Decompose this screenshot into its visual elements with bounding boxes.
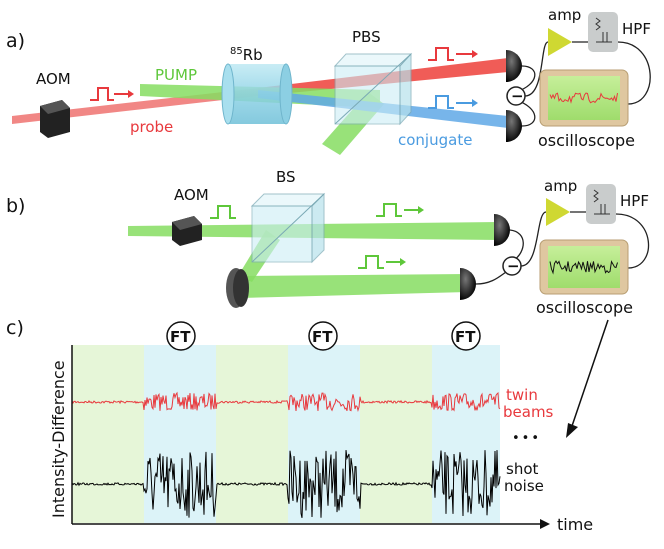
hpf-a-circuit-icon xyxy=(595,17,612,43)
amp-a-label: amp xyxy=(548,6,581,24)
probe-out-pulse-icon xyxy=(428,47,454,61)
band-green-2 xyxy=(216,345,288,523)
panel-a-label: a) xyxy=(6,30,25,52)
detector-a-top-icon xyxy=(506,50,522,82)
shot-noise-label-1: shot xyxy=(506,460,538,478)
amp-a-icon xyxy=(548,28,572,56)
ft-marker-3: FT xyxy=(451,321,481,351)
svg-text:FT: FT xyxy=(170,328,191,346)
pump-label: PUMP xyxy=(155,66,197,84)
detector-a-bottom-icon xyxy=(506,110,522,142)
rb-cell: 85Rb xyxy=(221,46,293,125)
ft-marker-1: FT xyxy=(166,321,196,351)
aom-b-label: AOM xyxy=(174,186,209,204)
aom-a-label: AOM xyxy=(36,70,71,88)
y-axis-label: Intensity-Difference xyxy=(49,360,68,518)
svg-text:FT: FT xyxy=(312,328,333,346)
detector-b-bottom-icon xyxy=(460,268,476,300)
conjugate-pulse-icon xyxy=(428,95,454,109)
bs-label: BS xyxy=(276,168,296,186)
oscilloscope-a-trace xyxy=(549,92,618,104)
x-axis-label: time xyxy=(557,515,593,534)
oscilloscope-to-plot-arrow xyxy=(571,319,609,427)
svg-text:−: − xyxy=(507,257,520,275)
probe-pulse-icon xyxy=(90,87,114,101)
rb-cell-label: 85Rb xyxy=(230,46,263,64)
panel-b-label: b) xyxy=(6,195,25,217)
band-green-1 xyxy=(72,345,144,523)
shot-noise-trace xyxy=(71,450,501,519)
hpf-a-label: HPF xyxy=(622,20,651,38)
band-green-3 xyxy=(360,345,432,523)
hpf-b-circuit-icon xyxy=(593,189,610,215)
hpf-b-label: HPF xyxy=(620,192,649,210)
twin-beams-label-2: beams xyxy=(503,403,554,421)
panel-c-label: c) xyxy=(6,317,24,339)
ellipsis: ••• xyxy=(512,431,541,446)
pulse-b-bottom-icon xyxy=(358,255,384,269)
amp-b-label: amp xyxy=(544,177,577,195)
oscilloscope-b-label: oscilloscope xyxy=(536,298,633,317)
pbs-cube: PBS xyxy=(333,28,413,126)
amp-b-icon xyxy=(546,198,570,226)
bs-cube: BS xyxy=(250,168,326,264)
ft-marker-2: FT xyxy=(308,321,338,351)
shot-noise-label-2: noise xyxy=(504,477,544,495)
oscilloscope-b-trace xyxy=(549,260,618,275)
pulse-b-top-icon xyxy=(376,203,402,217)
x-axis-arrowhead xyxy=(540,519,550,529)
svg-text:FT: FT xyxy=(455,328,476,346)
panel-b: b) AOM BS − xyxy=(6,168,650,317)
panel-a: a) AOM PUMP probe 85Rb xyxy=(6,6,651,155)
pump-beam-b-bottom xyxy=(240,274,468,298)
detector-b-top-icon xyxy=(494,214,510,246)
rb-cell-body xyxy=(228,64,286,124)
probe-label: probe xyxy=(130,118,173,136)
twin-beams-label-1: twin xyxy=(506,386,538,404)
band-blue-2 xyxy=(288,345,360,523)
twin-beams-trace xyxy=(71,391,501,412)
pbs-label: PBS xyxy=(352,28,381,46)
band-blue-3 xyxy=(432,345,500,523)
svg-text:−: − xyxy=(511,87,524,105)
oscilloscope-a-label: oscilloscope xyxy=(538,131,635,150)
pulse-b-in-icon xyxy=(210,205,236,219)
panel-c: c) FT FT FT Intensity-Difference time xyxy=(6,317,593,534)
aom-a: AOM xyxy=(36,70,71,138)
conjugate-label: conjugate xyxy=(398,131,472,149)
